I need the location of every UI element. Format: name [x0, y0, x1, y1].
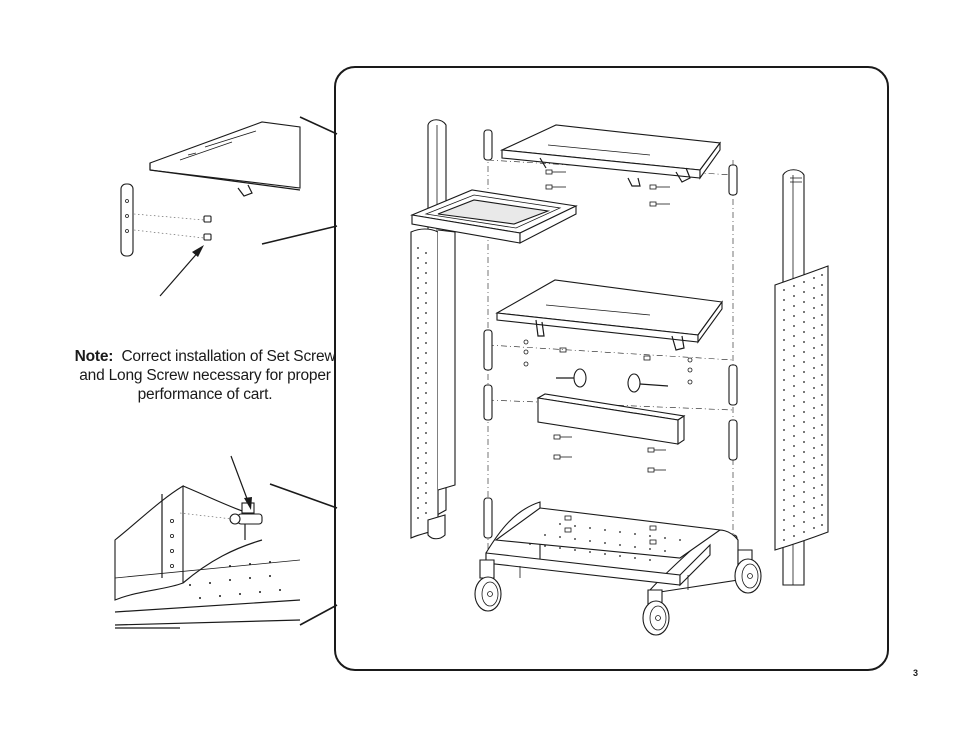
callout-leaders [261, 116, 338, 626]
page-number: 3 [913, 668, 919, 678]
caster-wheels [474, 549, 762, 636]
exploded-cart [410, 119, 829, 636]
note-label: Note: [74, 348, 114, 365]
exploded-view-frame [334, 66, 889, 671]
detail-view-base-screw [114, 455, 301, 629]
assembly-note: Note: Correct installation of Set Screw … [72, 347, 338, 404]
detail-view-top-shelf [120, 121, 301, 297]
note-text: Correct installation of Set Screw and Lo… [79, 348, 336, 403]
